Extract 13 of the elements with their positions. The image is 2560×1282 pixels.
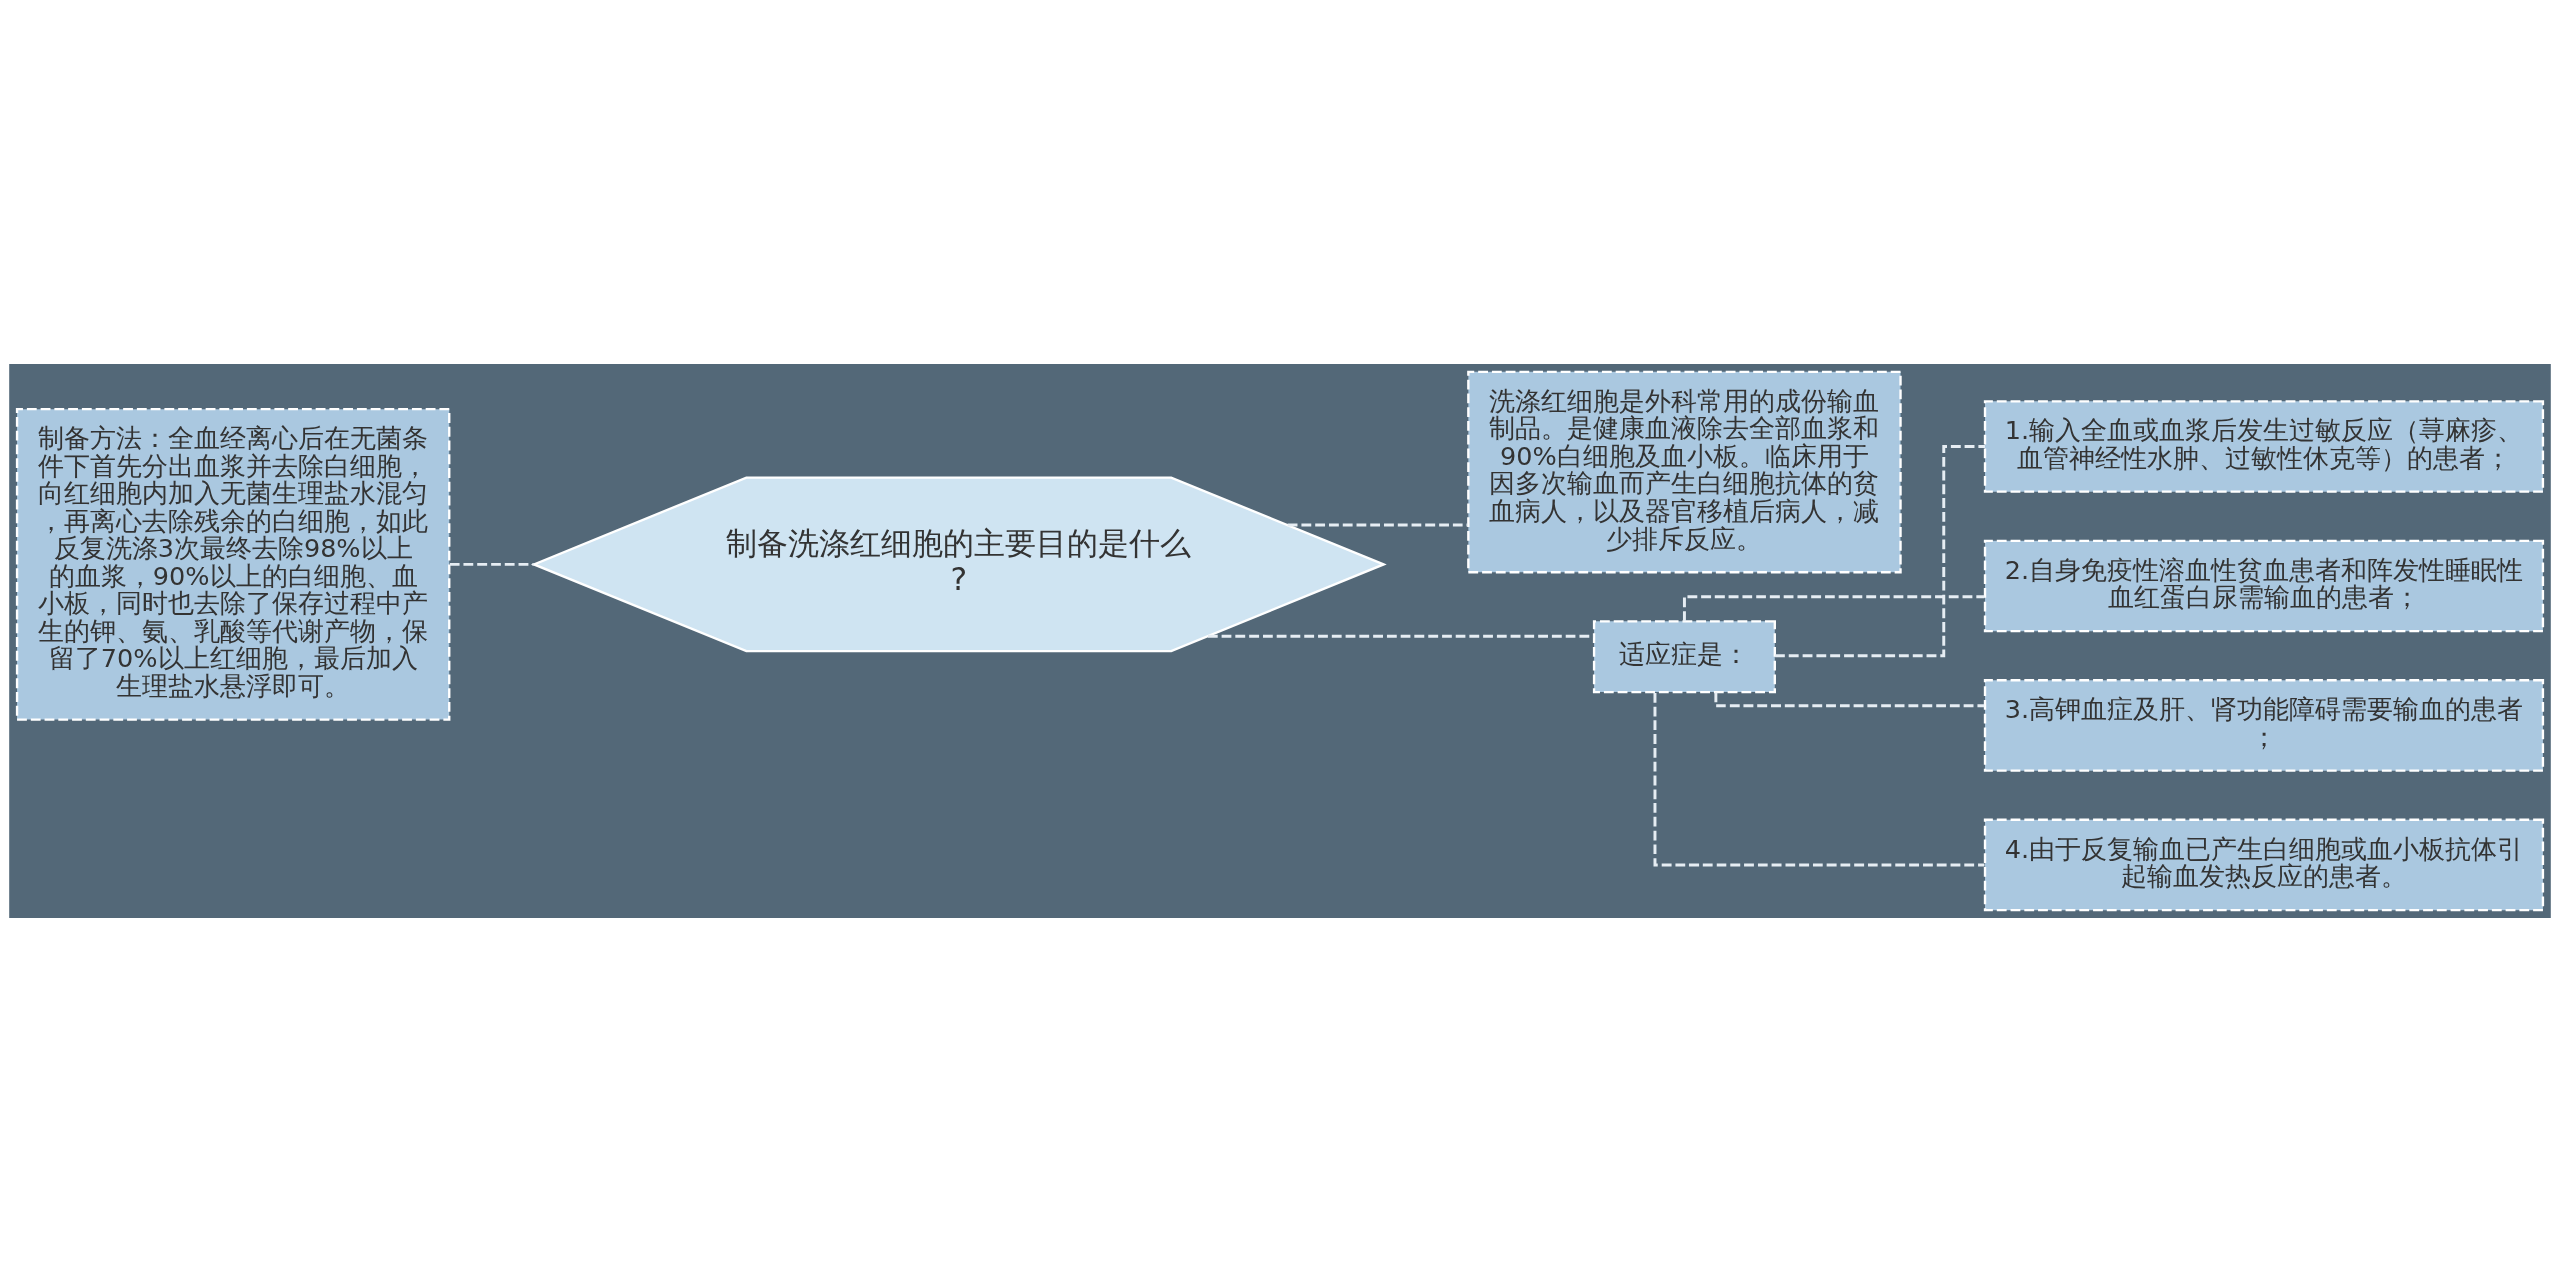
node-box: 4.由于反复输血已产生白细胞或血小板抗体引起输血发热反应的患者。 <box>1983 818 2545 912</box>
node-box: 制备方法：全血经离心后在无菌条件下首先分出血浆并去除白细胞，向红细胞内加入无菌生理盐水混匀，再离心去除残余的白细胞，如此反复洗涤3次最终去除98%以上的血浆，90%以上的白细胞、血小板，同时也去除了保存过程中产生的钾、氨、乳酸等代谢产物，保留了70%以上红细胞，最后加入生理盐水悬浮即可。 <box>15 408 451 721</box>
connector <box>449 562 534 566</box>
connector <box>1775 445 1985 658</box>
connector <box>1714 692 1985 708</box>
connector <box>1208 634 1594 638</box>
connector <box>1287 523 1468 527</box>
node-box: 洗涤红细胞是外科常用的成份输血制品。是健康血液除去全部血浆和90%白细胞及血小板。临床用于因多次输血而产生白细胞抗体的贫血病人，以及器官移植后病人，减少排斥反应。 <box>1467 370 1902 574</box>
node-box: 2.自身免疫性溶血性贫血患者和阵发性睡眠性血红蛋白尿需输血的患者； <box>1983 539 2545 633</box>
connector <box>1653 693 1985 867</box>
node-box: 适应症是： <box>1592 620 1776 694</box>
node-box: 3.高钾血症及肝、肾功能障碍需要输血的患者； <box>1983 679 2545 772</box>
node-box: 1.输入全血或血浆后发生过敏反应（荨麻疹、血管神经性水肿、过敏性休克等）的患者； <box>1983 400 2545 493</box>
